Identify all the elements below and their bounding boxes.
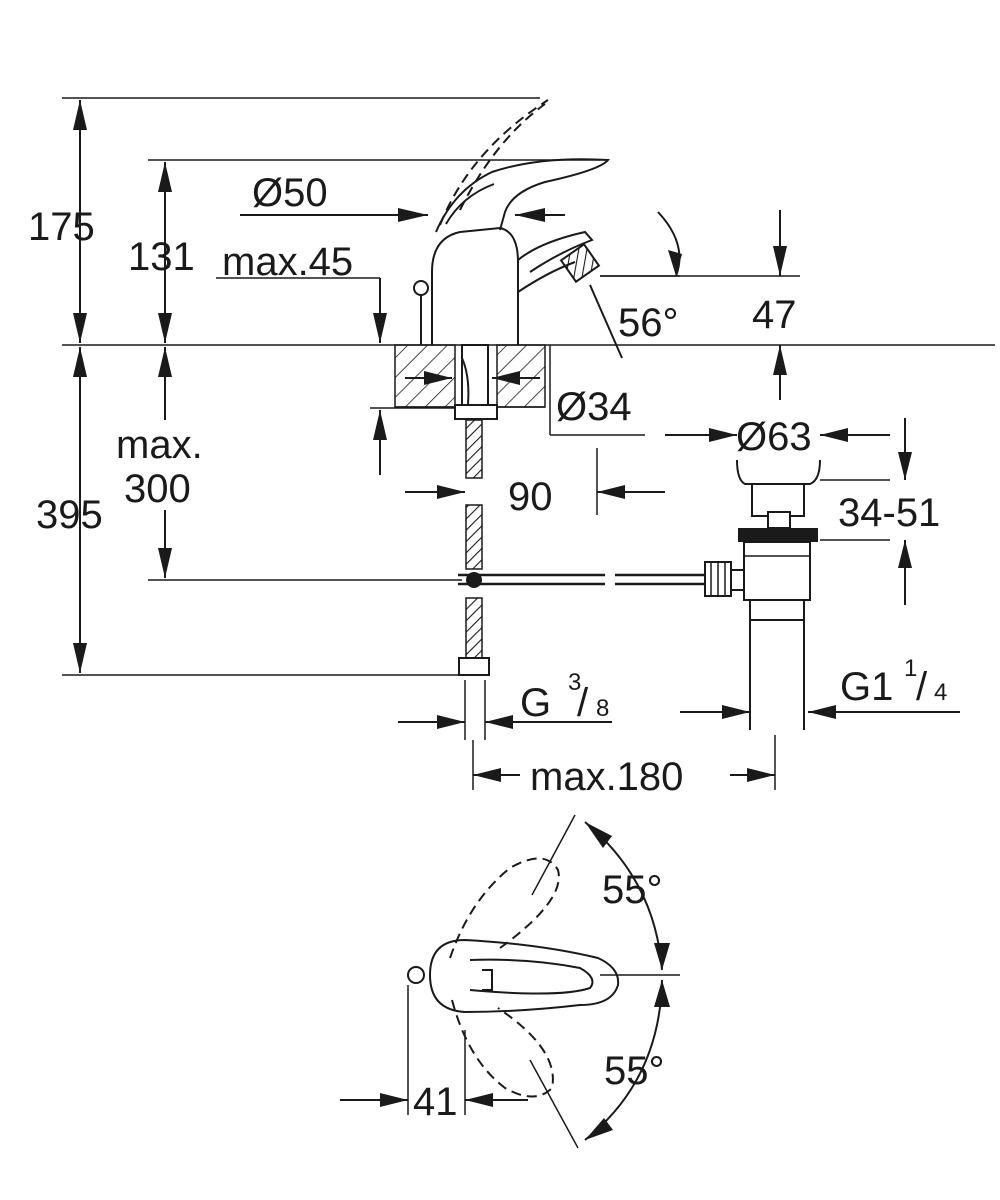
countertop-section (394, 344, 546, 408)
dim-34-51-label: 34-51 (838, 491, 940, 535)
mount-depth-dim (373, 410, 387, 475)
dim-300-label: 300 (124, 467, 191, 511)
dim-max-300: max. 300 (116, 347, 203, 578)
dim-90: 90 (405, 448, 665, 519)
dim-g1-num: 1 (904, 655, 917, 682)
dim-47-label: 47 (752, 293, 797, 337)
supply-hose (454, 344, 498, 676)
side-view: 175 131 395 max. 300 m (28, 97, 995, 799)
dim-max-45: max.45 (222, 240, 387, 343)
dim-g-num: 3 (568, 669, 581, 696)
dim-395-label: 395 (36, 493, 103, 537)
dim-d63: Ø63 (665, 415, 890, 459)
dim-47: 47 (752, 210, 797, 400)
dim-g-den: 8 (596, 695, 609, 722)
dim-90-label: 90 (508, 475, 553, 519)
dim-g1-14: G1 1 / 4 (680, 655, 960, 719)
dim-395: 395 (36, 347, 103, 673)
dim-175: 175 (28, 100, 95, 343)
dim-d63-label: Ø63 (736, 415, 812, 459)
top-view: 55° 55° 41 (340, 814, 680, 1149)
angle-55-bottom-label: 55° (604, 1049, 665, 1093)
dim-g1-label: G1 (840, 665, 893, 709)
dim-g1-den: 4 (934, 679, 947, 706)
dim-34-51: 34-51 (838, 418, 940, 605)
popup-linkage (458, 561, 749, 597)
dim-max45-label: max.45 (222, 240, 353, 284)
faucet-top-body (407, 938, 620, 1014)
dim-max180-label: max.180 (530, 755, 683, 799)
dim-g38: G 3 / 8 (398, 669, 612, 740)
lever-rotated-positions (449, 857, 560, 1098)
dim-131-label: 131 (128, 235, 195, 279)
dim-131: 131 (128, 162, 195, 343)
dim-d34-label: Ø34 (556, 385, 632, 429)
dim-max-180: max.180 (472, 735, 776, 799)
angle-55-top: 55° (584, 821, 670, 971)
waste-fitting (736, 459, 821, 730)
dim-g-slash: / (577, 681, 589, 725)
dim-max-label: max. (116, 423, 203, 467)
angle-55-bottom: 55° (584, 979, 670, 1141)
angle-56: 56° (589, 211, 682, 359)
dim-41-label: 41 (413, 1080, 458, 1124)
angle-55-top-label: 55° (602, 868, 663, 912)
dim-g-label: G (520, 681, 551, 725)
dim-d50-label: Ø50 (252, 171, 328, 215)
dim-175-label: 175 (28, 205, 95, 249)
dim-41: 41 (340, 1080, 528, 1124)
dim-g1-slash: / (916, 665, 928, 709)
dim-d50: Ø50 (240, 171, 565, 222)
faucet-body (413, 99, 610, 345)
angle-56-label: 56° (618, 301, 679, 345)
